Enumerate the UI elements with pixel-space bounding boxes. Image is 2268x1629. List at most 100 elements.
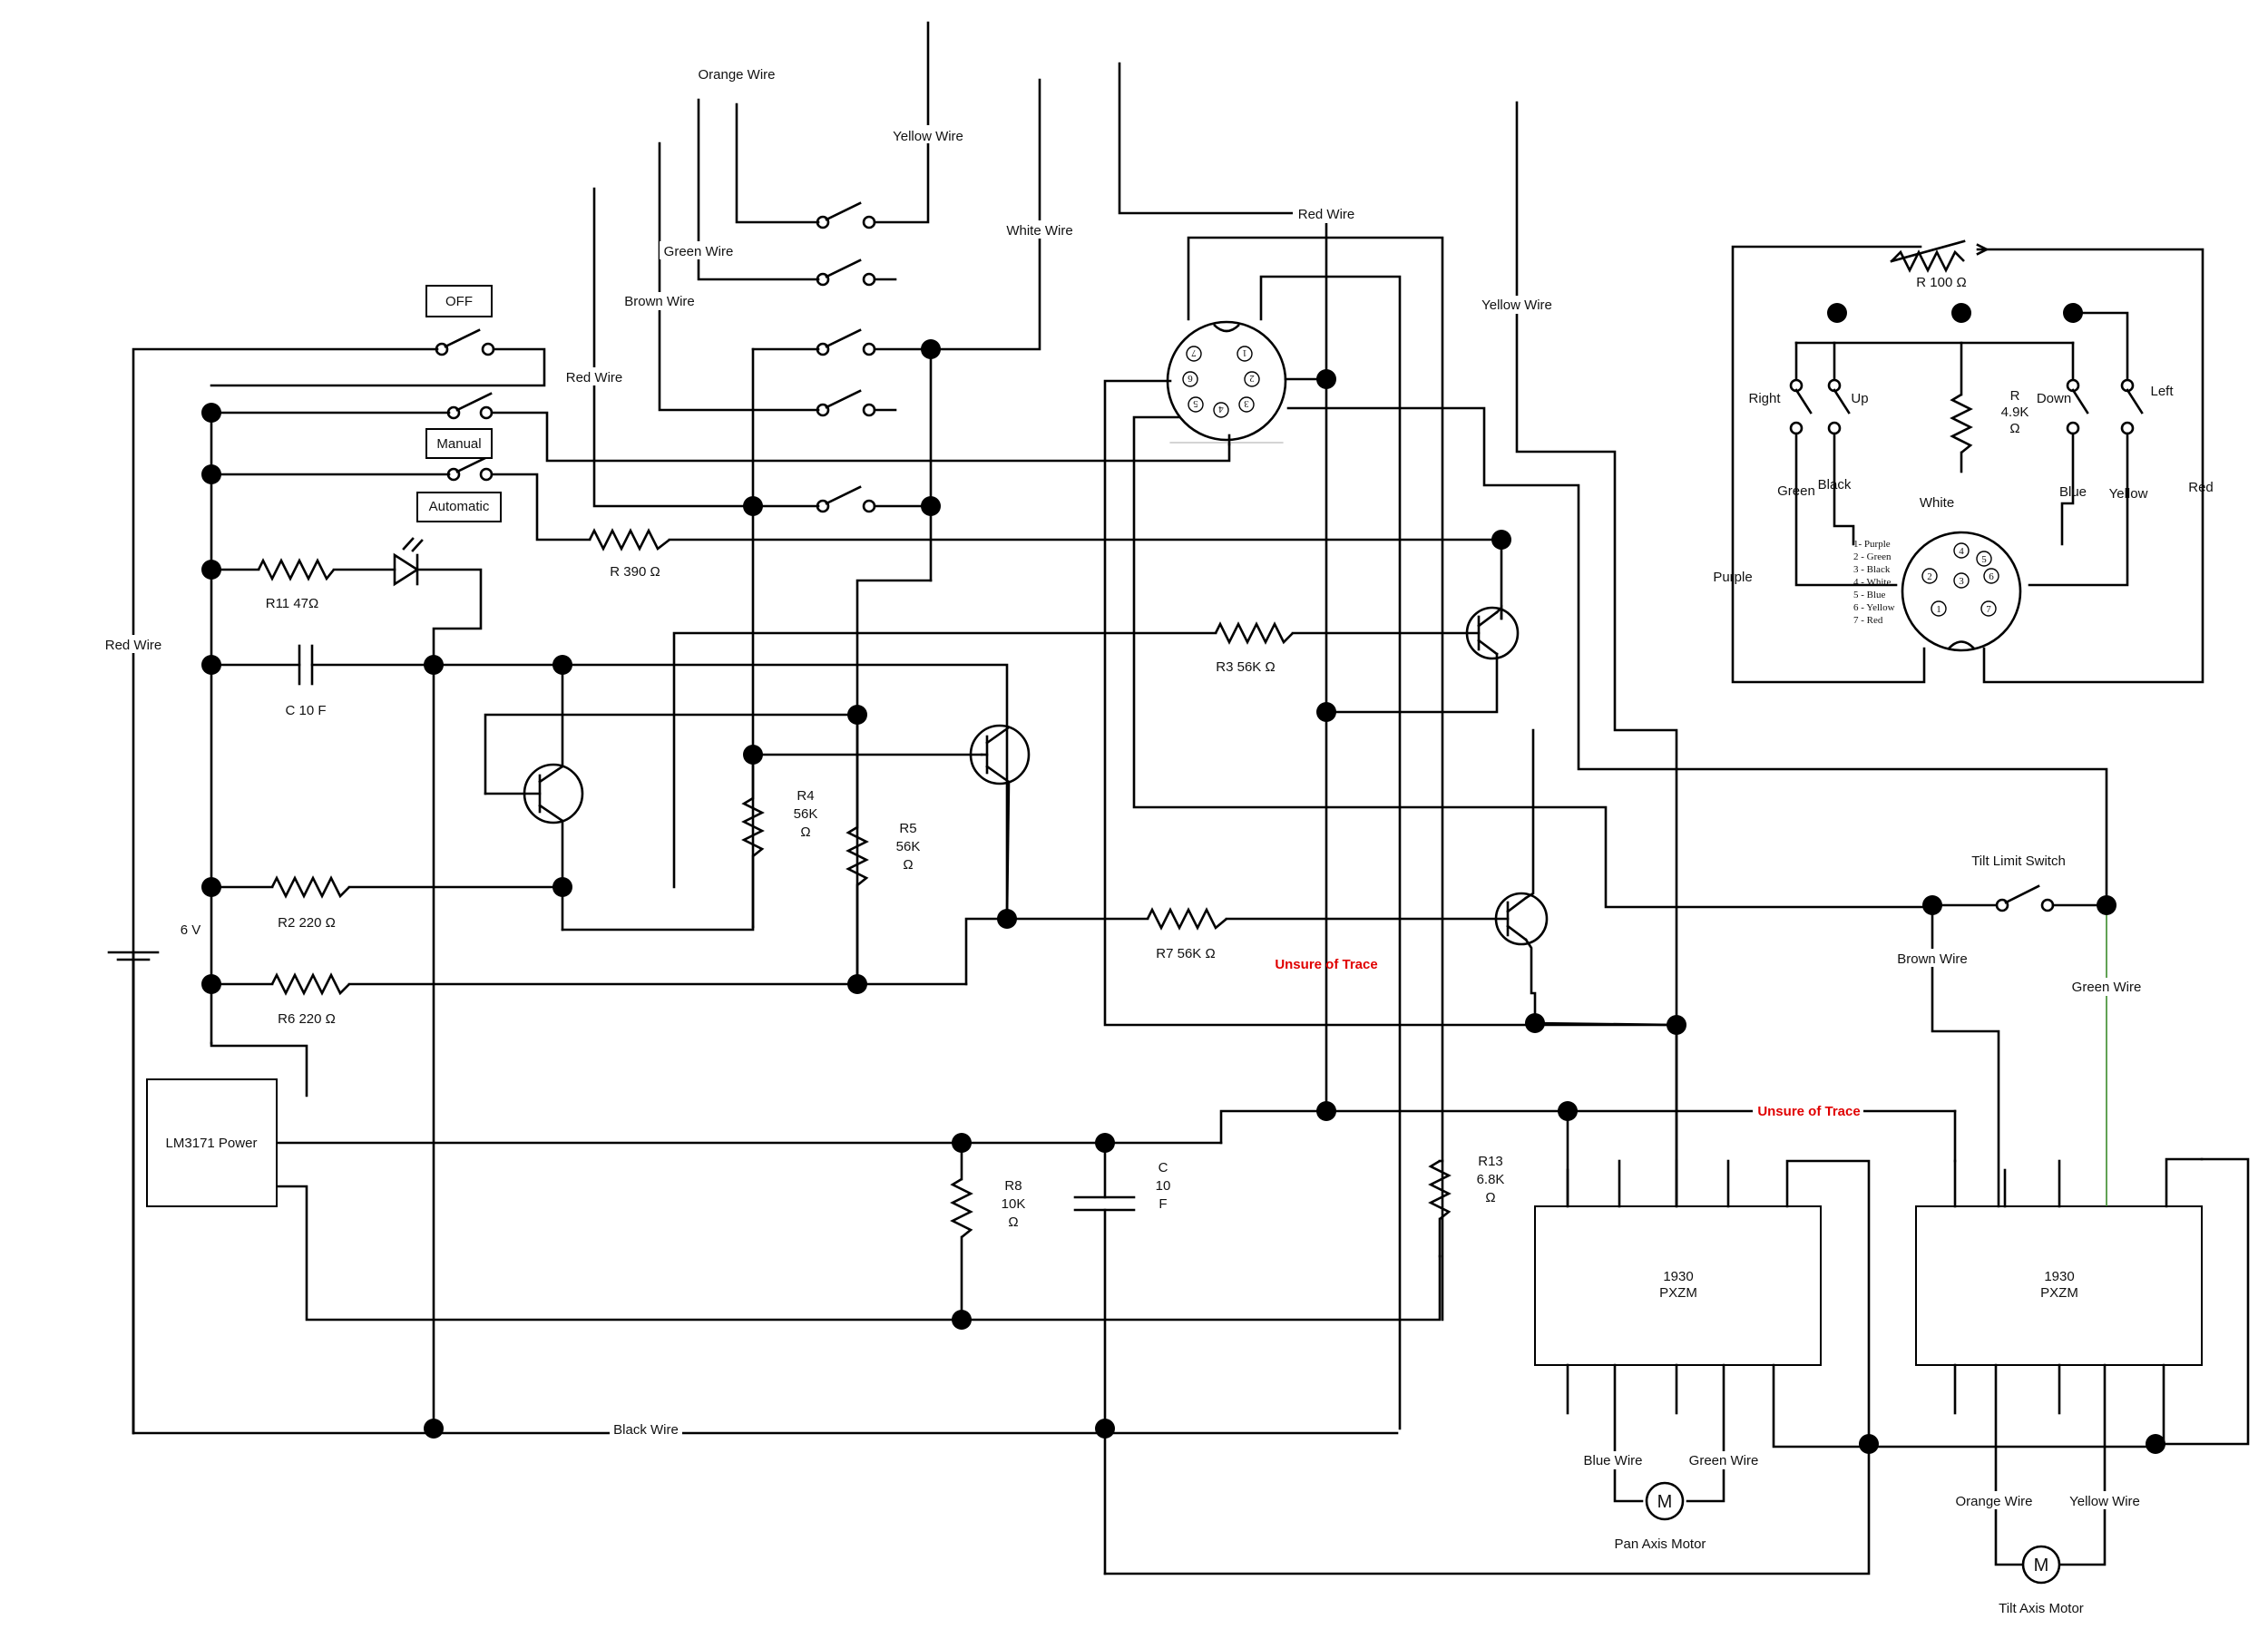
r13-label-2: 6.8K <box>1477 1172 1505 1187</box>
red-wire-left-label: Red Wire <box>105 638 162 653</box>
blue-wire-label: Blue Wire <box>1583 1453 1642 1468</box>
inset-up-label: Up <box>1851 391 1868 406</box>
connector-pin <box>1976 551 1992 567</box>
r4-label-3: Ω <box>800 824 810 840</box>
pan-driver <box>1534 1159 2157 1521</box>
joystick-inset <box>1731 239 2204 684</box>
pan-pxzm-label-1: 1930 <box>1663 1269 1693 1284</box>
r5-label-1: R5 <box>899 821 916 836</box>
connector-pin <box>1921 568 1938 584</box>
red-wire-mid-label: Red Wire <box>566 370 623 385</box>
tilt-pxzm-label-2: PXZM <box>2040 1285 2078 1301</box>
inset-black-label: Black <box>1818 477 1852 493</box>
inset-r49-label-1: R <box>2010 388 2020 404</box>
connector-pin-number: 3 <box>1959 576 1964 587</box>
connector-pin <box>1213 402 1229 418</box>
connector-pin-number: 4 <box>1218 404 1224 415</box>
pan-axis-motor-label: Pan Axis Motor <box>1615 1536 1706 1552</box>
inset-r100-label: R 100 Ω <box>1916 275 1966 290</box>
yellow-wire-motor-label: Yellow Wire <box>2069 1494 2140 1509</box>
r3-label: R3 56K Ω <box>1216 659 1275 675</box>
tilt-axis-motor-label: Tilt Axis Motor <box>1999 1601 2084 1616</box>
connector-pin <box>1980 600 1997 617</box>
pin-legend-item: 2 - Green <box>1853 551 1892 562</box>
lm3171-label: LM3171 Power <box>166 1136 258 1151</box>
connector-pin-number: 1 <box>1242 347 1247 358</box>
inset-r49-label-2: 4.9K <box>2001 405 2029 420</box>
red-wire-top-label: Red Wire <box>1298 207 1355 222</box>
connector-pin-number: 5 <box>1193 398 1198 409</box>
green-wire-motor-label: Green Wire <box>1689 1453 1759 1468</box>
inset-r49-label-3: Ω <box>2009 421 2019 436</box>
brown-wire-right-label: Brown Wire <box>1897 951 1968 967</box>
c10-left-label: C 10 F <box>285 703 326 718</box>
connector-pin-number: 5 <box>1981 554 1987 565</box>
orange-wire-motor-label: Orange Wire <box>1955 1494 2032 1509</box>
connector-pin-number: 6 <box>1989 571 1994 582</box>
tilt-motor-symbol: M <box>2034 1556 2049 1575</box>
pin-legend-item: 6 - Yellow <box>1853 602 1895 613</box>
r13-label-1: R13 <box>1478 1154 1503 1169</box>
inset-white-label: White <box>1920 495 1954 511</box>
tilt-driver <box>1915 1157 2250 1585</box>
r2-label: R2 220 Ω <box>278 915 336 931</box>
connector-pin <box>1244 371 1260 387</box>
r5-label-3: Ω <box>903 857 913 873</box>
connector-pin <box>1182 371 1198 387</box>
connector-pin <box>1238 396 1255 413</box>
orange-wire-label: Orange Wire <box>698 67 775 83</box>
inset-down-label: Down <box>2037 391 2071 406</box>
c-mid-label-2: 10 <box>1156 1178 1171 1194</box>
pan-pxzm-label-2: PXZM <box>1659 1285 1697 1301</box>
connector-pin-number: 1 <box>1936 604 1941 615</box>
connector-pin-number: 3 <box>1244 398 1249 409</box>
r8-label-2: 10K <box>1002 1196 1026 1212</box>
pin-legend-item: 7 - Red <box>1853 615 1883 626</box>
connector-pin <box>1953 542 1970 559</box>
top-switch-bank <box>592 21 1041 986</box>
transistor-cluster <box>432 631 1217 986</box>
connector-pin <box>1931 600 1947 617</box>
pin-legend-item: 1- Purple <box>1853 539 1891 550</box>
connector-pin <box>1186 346 1202 362</box>
six-volt-label: 6 V <box>181 922 201 938</box>
brown-wire-label: Brown Wire <box>624 294 695 309</box>
tilt-limit-switch <box>1931 884 2108 1208</box>
inset-blue-label: Blue <box>2059 484 2087 500</box>
mode-label-boxes <box>416 285 502 522</box>
connector-pin-number: 4 <box>1959 546 1964 557</box>
inset-green-label: Green <box>1777 483 1815 499</box>
r13-label-3: Ω <box>1485 1190 1495 1205</box>
inset-red-label: Red <box>2188 480 2214 495</box>
inset-yellow-label: Yellow <box>2109 486 2148 502</box>
unsure-trace-2-label: Unsure of Trace <box>1757 1104 1860 1119</box>
c-mid-label-1: C <box>1158 1160 1168 1175</box>
connector-pin <box>1983 568 1999 584</box>
pin-legend-item: 3 - Black <box>1853 564 1891 575</box>
black-wire-label: Black Wire <box>613 1422 679 1438</box>
white-wire-label: White Wire <box>1006 223 1072 239</box>
pan-motor-symbol: M <box>1657 1492 1673 1512</box>
connector-pin-number: 7 <box>1986 604 1991 615</box>
pin-legend-item: 4 - White <box>1853 577 1891 588</box>
inset-left-label: Left <box>2150 384 2174 399</box>
text-labels: OFF Manual Automatic Orange Wire Yellow … <box>100 63 2214 1616</box>
left-components <box>107 537 1442 1435</box>
connector-pin-number: 6 <box>1188 373 1193 384</box>
r4-label-2: 56K <box>794 806 818 822</box>
pin-legend-item: 5 - Blue <box>1853 590 1886 600</box>
r8-label-3: Ω <box>1008 1214 1018 1230</box>
connector-pin <box>1188 396 1204 413</box>
automatic-label: Automatic <box>429 499 490 514</box>
r4-label-1: R4 <box>797 788 814 804</box>
r390-label: R 390 Ω <box>610 564 660 580</box>
connector-pin <box>1953 572 1970 589</box>
tilt-limit-switch-label: Tilt Limit Switch <box>1971 854 2066 869</box>
r11-label: R11 47Ω <box>266 596 318 611</box>
inset-purple-label: Purple <box>1713 570 1752 585</box>
r5-label-2: 56K <box>896 839 921 854</box>
green-wire-label: Green Wire <box>664 244 734 259</box>
